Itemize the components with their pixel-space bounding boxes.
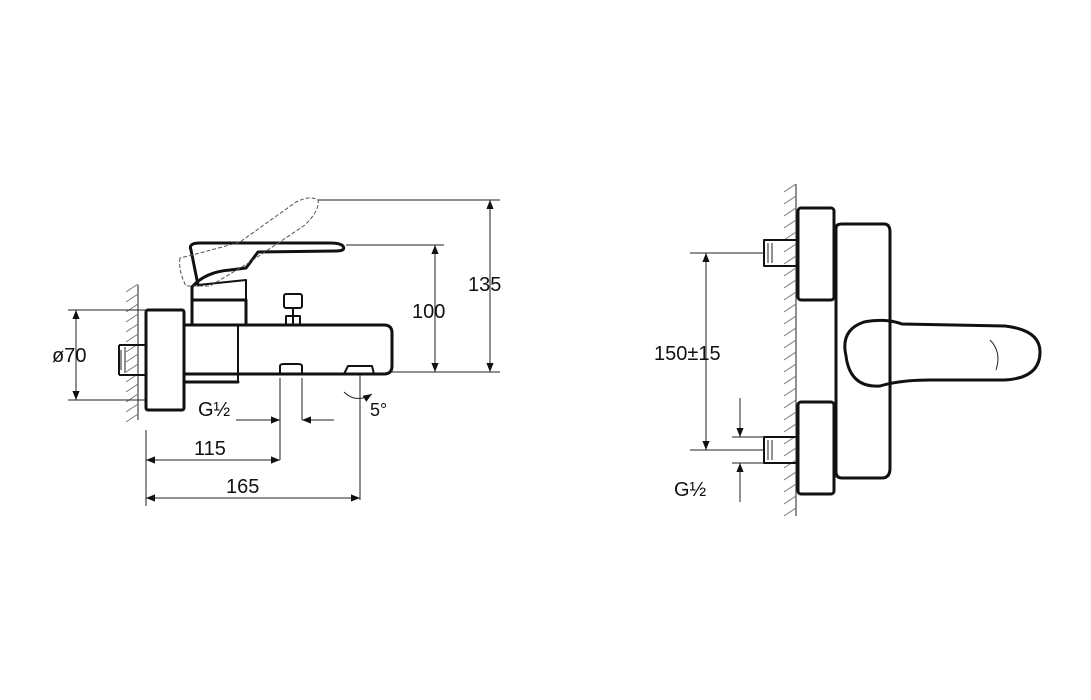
wall-hatch-right (783, 183, 797, 517)
dim-100-label: 100 (412, 301, 445, 323)
dim-angle: 5° (343, 374, 387, 500)
escutcheon (144, 308, 186, 412)
thread-label-front: G½ (674, 479, 707, 501)
lever-handle-front (843, 318, 1042, 388)
diverter-knob (283, 293, 303, 326)
upper-inlet-pipe (763, 239, 799, 267)
inlet-pipe (118, 344, 146, 376)
lever-handle (188, 241, 346, 302)
outlet-nozzle (279, 363, 303, 374)
front-view: 150±15 G½ (654, 183, 1042, 517)
mixer-body-front (834, 222, 892, 480)
wall-hatch-left (125, 283, 139, 423)
lever-detail (989, 339, 999, 371)
dim-150: 150±15 (654, 252, 764, 451)
side-view: 135 100 ø70 G½ 5° (52, 197, 501, 506)
dim-thread-side: G½ (198, 378, 334, 460)
dim-135: 135 (318, 199, 501, 373)
dim-100: 100 (346, 244, 445, 372)
thread-label-side: G½ (198, 399, 231, 421)
dim-115: 115 (145, 430, 280, 506)
dim-165: 165 (146, 476, 360, 502)
cartridge-housing (190, 298, 248, 327)
dim-165-label: 165 (226, 476, 259, 498)
mixer-body (182, 323, 394, 384)
dim-diameter-label: ø70 (52, 345, 86, 367)
dim-thread-front: G½ (674, 398, 764, 502)
dim-115-label: 115 (194, 438, 226, 460)
dim-135-label: 135 (468, 274, 501, 296)
spout-outlet (343, 365, 375, 375)
upper-escutcheon (796, 206, 836, 302)
lower-escutcheon (796, 400, 836, 496)
dim-diameter: ø70 (52, 309, 146, 401)
dim-150-label: 150±15 (654, 343, 721, 365)
angle-label: 5° (370, 400, 387, 420)
